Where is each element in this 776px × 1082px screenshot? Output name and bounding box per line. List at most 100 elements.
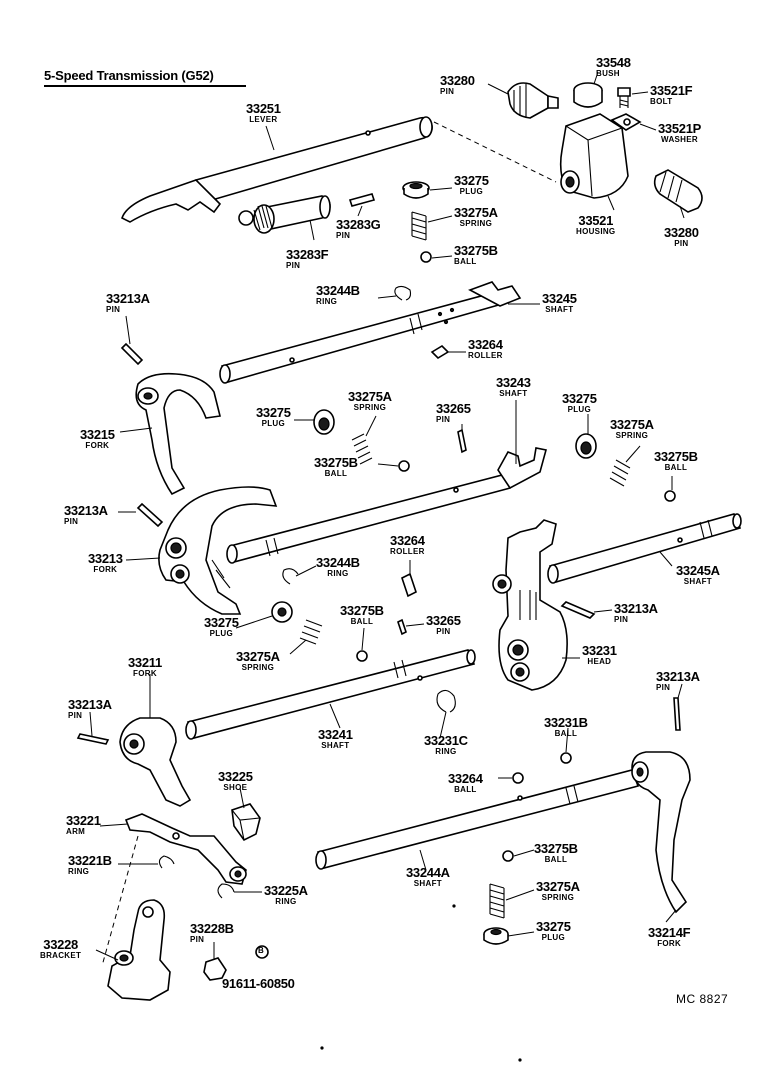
shaft-33241-part bbox=[185, 649, 476, 740]
ball-33275b-midleft-part bbox=[398, 460, 410, 472]
stray-mark bbox=[518, 1058, 522, 1062]
plug-33275-bottom-part bbox=[483, 927, 509, 945]
pin-33213a-right-part bbox=[673, 697, 681, 731]
bolt-33521f-part bbox=[617, 87, 631, 108]
fork-33214f-part bbox=[631, 751, 691, 914]
spring-33275a-right-part bbox=[609, 459, 631, 487]
ball-33231b-part bbox=[560, 752, 572, 764]
shaft-33245a-part bbox=[547, 513, 742, 584]
lever-33251-part bbox=[121, 116, 433, 223]
spring-33275a-lowerleft-part bbox=[299, 619, 323, 645]
ring-33225a-part bbox=[217, 883, 235, 899]
roller-33264-mid-part bbox=[401, 572, 417, 598]
ball-33275b-bottom-part bbox=[502, 850, 514, 862]
ring-33244b-mid-part bbox=[282, 568, 299, 585]
housing-33521-part bbox=[559, 113, 629, 199]
ball-33275b-lower-part bbox=[356, 650, 368, 662]
stray-mark bbox=[320, 1046, 324, 1050]
shaft-33244a-part bbox=[315, 769, 640, 870]
plug-33275-midleft-part bbox=[313, 409, 335, 435]
ball-33264-part bbox=[512, 772, 524, 784]
pin-33280-left-part bbox=[507, 82, 559, 119]
leader-lines bbox=[89, 71, 685, 961]
title-underline bbox=[44, 85, 246, 87]
ball-33275b-right-part bbox=[664, 490, 676, 502]
diagram-title: 5-Speed Transmission (G52) bbox=[44, 68, 214, 83]
shoe-33225-part bbox=[231, 803, 261, 842]
lever-housing-dashed-line bbox=[433, 121, 557, 183]
spring-33275a-bottom-part bbox=[489, 883, 505, 919]
pin-33213a-rightmid-part bbox=[560, 601, 596, 619]
pin-33213a-midleft-part bbox=[136, 502, 164, 528]
pin-33213a-upper-part bbox=[120, 342, 144, 366]
shaft-33245-part bbox=[219, 281, 522, 384]
pin-33228b-part bbox=[203, 957, 227, 981]
bolt-marker-letter: B bbox=[258, 946, 264, 955]
pin-33283f-part bbox=[238, 195, 331, 234]
pin-33265-mid-part bbox=[457, 428, 467, 454]
plug-33275-lowerleft-part bbox=[271, 601, 293, 623]
roller-33264-upper-part bbox=[430, 344, 450, 360]
bush-33548-part bbox=[573, 82, 603, 108]
ring-33244b-upper-part bbox=[394, 285, 412, 301]
pin-33265-lower-part bbox=[397, 618, 407, 636]
drawing-code: MC 8827 bbox=[676, 992, 729, 1006]
pin-33280-right-part bbox=[653, 169, 703, 213]
bracket-33228-part bbox=[107, 899, 171, 1001]
ring-33231c-part bbox=[436, 689, 456, 713]
pin-33213a-lowerleft-part bbox=[76, 733, 110, 745]
arm-33221-part bbox=[124, 813, 247, 885]
part-number-91611: 91611-60850 bbox=[222, 976, 295, 991]
shaft-33243-part bbox=[226, 447, 547, 564]
head-33231-part bbox=[492, 519, 568, 691]
bolt-marker-circle bbox=[255, 945, 269, 959]
